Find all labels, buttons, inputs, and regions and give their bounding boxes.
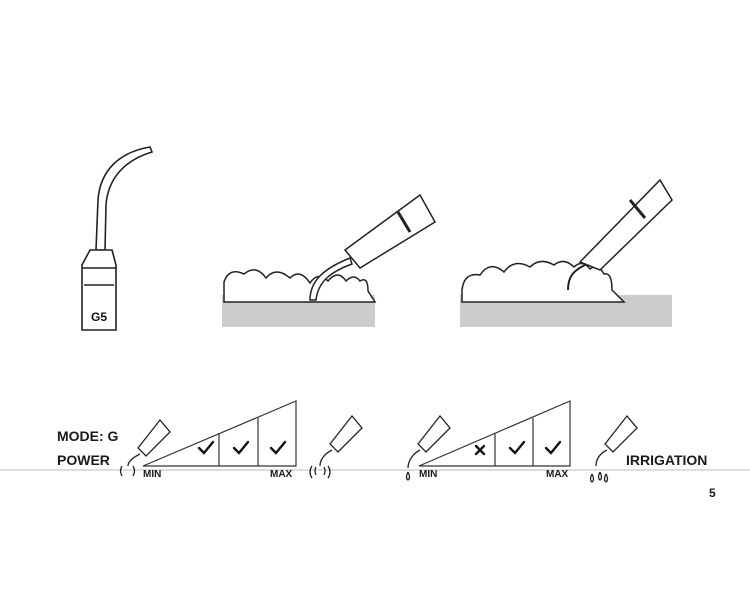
g5-tip-illustration <box>81 146 154 331</box>
handpiece-high-power-icon <box>309 414 363 479</box>
irrigation-min-label: MIN <box>419 469 438 480</box>
power-label: POWER <box>57 452 110 468</box>
check-icon <box>544 440 562 455</box>
check-icon <box>269 440 287 455</box>
tip-model-label: G5 <box>91 310 107 324</box>
cross-icon <box>474 444 486 456</box>
power-max-label: MAX <box>270 469 293 480</box>
power-scale <box>142 400 297 467</box>
teeth-illustration-right <box>460 178 673 327</box>
teeth-illustration-left <box>222 193 437 327</box>
irrigation-label: IRRIGATION <box>626 452 708 468</box>
power-min-label: MIN <box>143 469 162 480</box>
handpiece-low-irrigation-icon <box>405 414 451 481</box>
check-icon <box>508 440 526 455</box>
irrigation-max-label: MAX <box>546 469 569 480</box>
page-number: 5 <box>709 486 716 500</box>
irrigation-scale <box>418 400 571 467</box>
mode-label: MODE: G <box>57 428 119 444</box>
check-icon <box>197 440 215 455</box>
check-icon <box>232 440 250 455</box>
handpiece-low-power-icon <box>119 418 171 477</box>
handpiece-high-irrigation-icon <box>589 414 638 483</box>
